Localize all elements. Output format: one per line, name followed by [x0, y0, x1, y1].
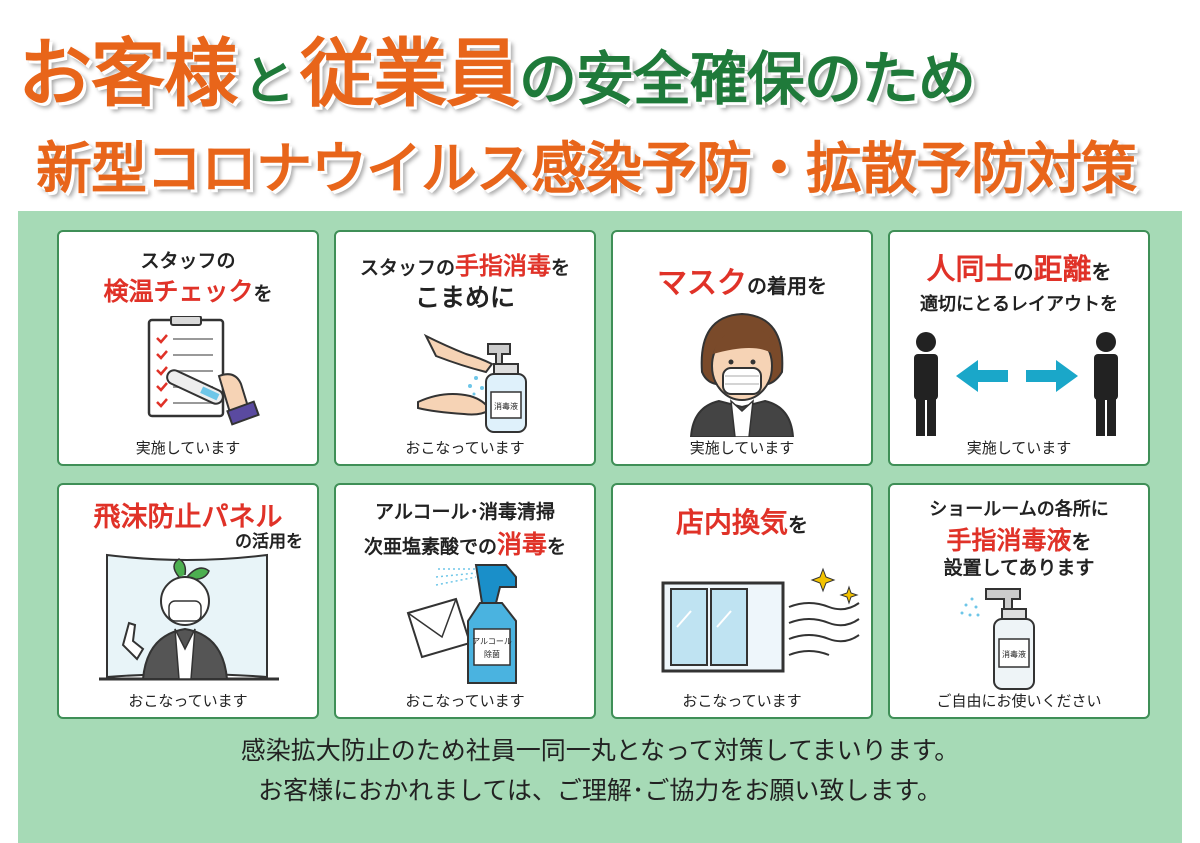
spray-bottle-icon: アルコール 除菌 — [406, 564, 517, 684]
card-line: 人同士の距離を — [926, 252, 1112, 286]
closing-line: お客様におかれましては、ご理解･ご協力をお願い致します。 — [258, 776, 942, 805]
card-line: の活用を — [235, 532, 303, 552]
sanitizer-bottle-icon: 消毒液 — [960, 588, 1035, 690]
card-line: 飛沫防止パネル — [93, 502, 283, 533]
card-footer: おこなっています — [405, 692, 525, 710]
acrylic-panel-icon — [99, 553, 279, 681]
card-footer: ご自由にお使いください — [936, 692, 1102, 710]
card-footer: おこなっています — [682, 692, 802, 710]
card-line: 設置してあります — [943, 557, 1095, 579]
poster-header: お客様と従業員の安全確保のため 新型コロナウイルス感染予防・拡散予防対策 — [0, 0, 1200, 210]
measures-panel: スタッフの 検温チェックを 実施しています スタッフの手指消毒を こまめに — [18, 211, 1182, 843]
clipboard-thermometer-icon — [147, 316, 260, 426]
card-footer: 実施しています — [135, 439, 241, 457]
card-line: 検温チェックを — [103, 277, 273, 306]
card-line: 適切にとるレイアウトを — [920, 294, 1118, 315]
card-footer: おこなっています — [405, 439, 525, 457]
card-temperature-check: スタッフの 検温チェックを 実施しています — [57, 230, 319, 466]
card-ventilation: 店内換気を おこなっています — [611, 483, 873, 719]
social-distance-icon — [914, 332, 1118, 436]
title-customers: お客様 — [18, 31, 238, 117]
main-title: お客様と従業員の安全確保のため — [18, 14, 976, 117]
open-window-icon — [661, 567, 860, 673]
card-footer: 実施しています — [966, 439, 1072, 457]
bottle-label: 消毒液 — [1002, 649, 1026, 659]
subtitle: 新型コロナウイルス感染予防・拡散予防対策 — [36, 137, 1137, 202]
closing-line: 感染拡大防止のため社員一同一丸となって対策してまいります。 — [240, 736, 960, 765]
closing-message: 感染拡大防止のため社員一同一丸となって対策してまいります。 お客様におかれまして… — [18, 731, 1182, 811]
card-line: ショールームの各所に — [929, 499, 1109, 520]
hand-sanitizer-icon: 消毒液 — [417, 333, 527, 433]
card-footer: おこなっています — [128, 692, 248, 710]
card-line: こまめに — [414, 283, 515, 312]
card-footer: 実施しています — [689, 439, 795, 457]
title-employees: 従業員 — [300, 31, 520, 117]
card-hand-sanitizing: スタッフの手指消毒を こまめに 消毒液 おこなっています — [334, 230, 596, 466]
card-line: 店内換気を — [675, 506, 808, 539]
card-alcohol-cleaning: アルコール･消毒清掃 次亜塩素酸での消毒を アルコール 除菌 おこなっています — [334, 483, 596, 719]
card-line: 手指消毒液を — [946, 526, 1092, 555]
card-droplet-panel: 飛沫防止パネル の活用を おこなっています — [57, 483, 319, 719]
card-distance: 人同士の距離を 適切にとるレイアウトを 実施しています — [888, 230, 1150, 466]
card-line: スタッフの — [140, 250, 236, 272]
card-line: マスクの着用を — [657, 266, 827, 301]
card-mask: マスクの着用を 実施しています — [611, 230, 873, 466]
card-sanitizer-stations: ショールームの各所に 手指消毒液を 設置してあります 消毒液 ご自由にお使いくだ… — [888, 483, 1150, 719]
title-safety: の安全確保のため — [519, 45, 976, 113]
bottle-label: 消毒液 — [494, 401, 518, 411]
title-and: と — [243, 52, 295, 112]
bottle-label: アルコール — [472, 637, 512, 646]
card-line: スタッフの手指消毒を — [359, 252, 571, 280]
card-line: アルコール･消毒清掃 — [375, 501, 555, 523]
card-line: 次亜塩素酸での消毒を — [363, 530, 567, 559]
bottle-label: 除菌 — [484, 649, 500, 659]
masked-person-icon — [689, 312, 795, 437]
